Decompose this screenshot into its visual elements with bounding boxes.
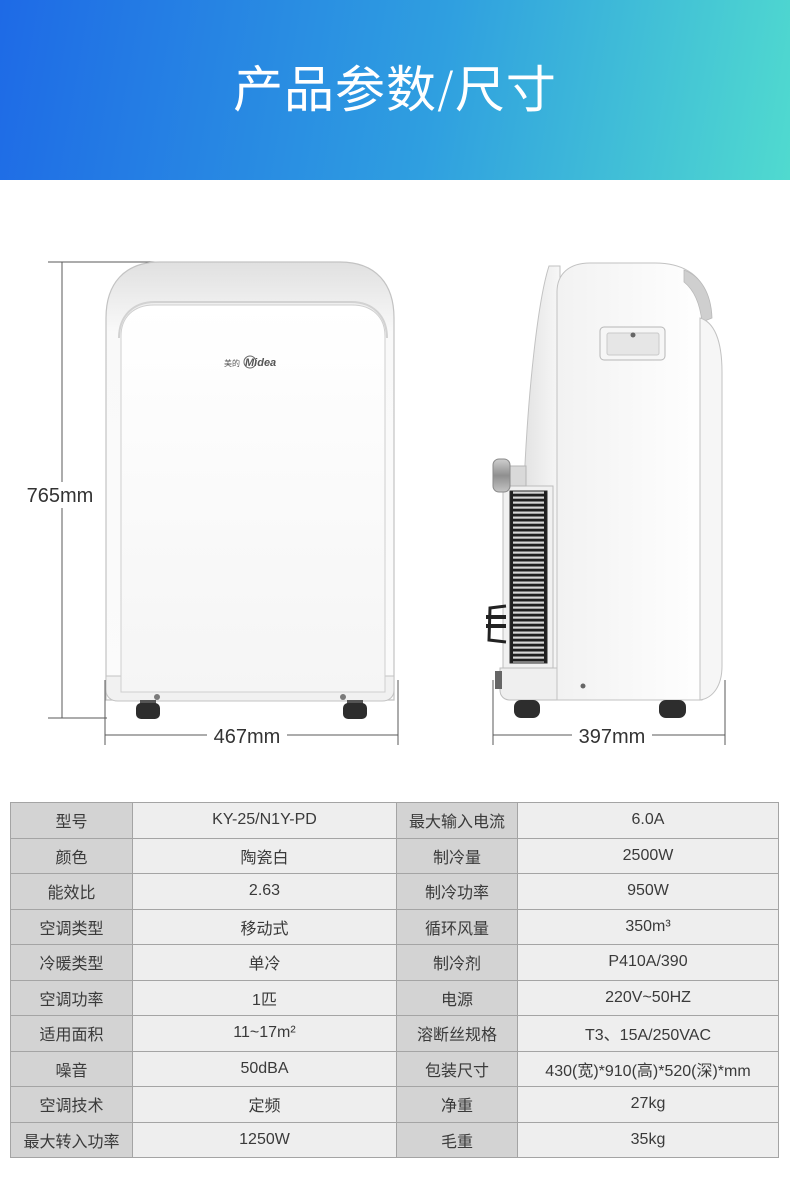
side-view-cable-plug-pin [486, 624, 506, 628]
spec-row: 能效比 2.63 制冷功率 950W [10, 873, 779, 910]
side-view-power-cable [486, 604, 507, 644]
spec-table: 型号 KY-25/N1Y-PD 最大输入电流 6.0A 颜色 陶瓷白 制冷量 2… [10, 802, 779, 1158]
spec-row: 冷暖类型 单冷 制冷剂 P410A/390 [10, 944, 779, 981]
spec-label: 包装尺寸 [396, 1050, 518, 1087]
midea-logo-ring-icon [243, 355, 257, 369]
spec-value: 单冷 [132, 944, 397, 981]
spec-value: 1匹 [132, 979, 397, 1016]
spec-label: 噪音 [10, 1050, 133, 1087]
spec-row: 空调技术 定频 净重 27kg [10, 1086, 779, 1123]
spec-label: 颜色 [10, 837, 133, 874]
spec-label: 能效比 [10, 873, 133, 910]
spec-value: 2.63 [132, 873, 397, 910]
side-view-cable-plug-pin [486, 615, 506, 619]
side-view-wheel-front [659, 700, 686, 718]
header-banner: 产品参数/尺寸 [0, 0, 790, 180]
logo-english-text: Midea [245, 357, 276, 369]
front-view-hood-shadow [118, 301, 388, 339]
width-dimension-label: 467mm [214, 726, 281, 748]
spec-label: 净重 [396, 1086, 518, 1123]
spec-label: 毛重 [396, 1121, 518, 1158]
spec-value: 430(宽)*910(高)*520(深)*mm [517, 1050, 779, 1087]
spec-row: 空调类型 移动式 循环风量 350m³ [10, 908, 779, 945]
spec-value: 11~17m² [132, 1015, 397, 1052]
spec-value: 移动式 [132, 908, 397, 945]
front-view-wheel-left [136, 703, 160, 719]
spec-label: 制冷剂 [396, 944, 518, 981]
width-dimension-label-bg [207, 723, 287, 747]
depth-dimension-label: 397mm [579, 726, 646, 748]
spec-value: 2500W [517, 837, 779, 874]
spec-label: 最大转入功率 [10, 1121, 133, 1158]
spec-row: 适用面积 11~17m² 溶断丝规格 T3、15A/250VAC [10, 1015, 779, 1052]
side-view-knob [492, 458, 511, 493]
spec-value: 定频 [132, 1086, 397, 1123]
spec-row: 噪音 50dBA 包装尺寸 430(宽)*910(高)*520(深)*mm [10, 1050, 779, 1087]
spec-value: 35kg [517, 1121, 779, 1158]
spec-label: 制冷量 [396, 837, 518, 874]
depth-dimension: 397mm [492, 680, 726, 748]
spec-value: KY-25/N1Y-PD [132, 802, 397, 839]
front-view-caster-bracket-left [140, 700, 156, 705]
spec-row: 颜色 陶瓷白 制冷量 2500W [10, 837, 779, 874]
front-view-screw-right [340, 694, 346, 700]
front-view-wheel-right [343, 703, 367, 719]
logo-chinese-text: 美的 [224, 358, 240, 368]
front-view-panel [120, 304, 386, 693]
front-view-caster-bracket-right [347, 700, 363, 705]
spec-value: 950W [517, 873, 779, 910]
spec-row: 最大转入功率 1250W 毛重 35kg [10, 1121, 779, 1158]
spec-label: 循环风量 [396, 908, 518, 945]
front-view-screw-left [154, 694, 160, 700]
spec-label: 空调技术 [10, 1086, 133, 1123]
side-view-exhaust-grille [509, 490, 548, 664]
side-view-front-edge [699, 317, 723, 701]
spec-value: 6.0A [517, 802, 779, 839]
width-dimension: 467mm [104, 680, 399, 748]
spec-label: 空调功率 [10, 979, 133, 1016]
spec-value: 陶瓷白 [132, 837, 397, 874]
spec-label: 适用面积 [10, 1015, 133, 1052]
spec-row: 型号 KY-25/N1Y-PD 最大输入电流 6.0A [10, 802, 779, 839]
spec-label: 型号 [10, 802, 133, 839]
depth-dimension-label-bg [572, 723, 652, 747]
spec-label: 空调类型 [10, 908, 133, 945]
side-view-wheel-rear [514, 700, 540, 718]
height-dimension-label: 765mm [27, 485, 94, 507]
spec-value: 350m³ [517, 908, 779, 945]
spec-row: 空调功率 1匹 电源 220V~50HZ [10, 979, 779, 1016]
side-view [486, 262, 723, 718]
spec-value: 50dBA [132, 1050, 397, 1087]
height-dimension: 765mm [22, 261, 174, 719]
side-view-base-foot [495, 671, 502, 689]
product-drawings: 765mm 美的 Midea 467mm [22, 261, 726, 748]
spec-value: 1250W [132, 1121, 397, 1158]
spec-value: T3、15A/250VAC [517, 1015, 779, 1052]
spec-label: 最大输入电流 [396, 802, 518, 839]
page-title: 产品参数/尺寸 [233, 61, 557, 119]
spec-label: 电源 [396, 979, 518, 1016]
height-dimension-label-bg [22, 482, 100, 508]
spec-label: 溶断丝规格 [396, 1015, 518, 1052]
side-view-screw [580, 683, 586, 689]
front-view: 美的 Midea [105, 261, 395, 719]
spec-label: 冷暖类型 [10, 944, 133, 981]
spec-label: 制冷功率 [396, 873, 518, 910]
spec-value: 27kg [517, 1086, 779, 1123]
spec-value: P410A/390 [517, 944, 779, 981]
spec-value: 220V~50HZ [517, 979, 779, 1016]
side-view-handle-screw [630, 332, 636, 338]
midea-logo: 美的 Midea [224, 355, 276, 369]
